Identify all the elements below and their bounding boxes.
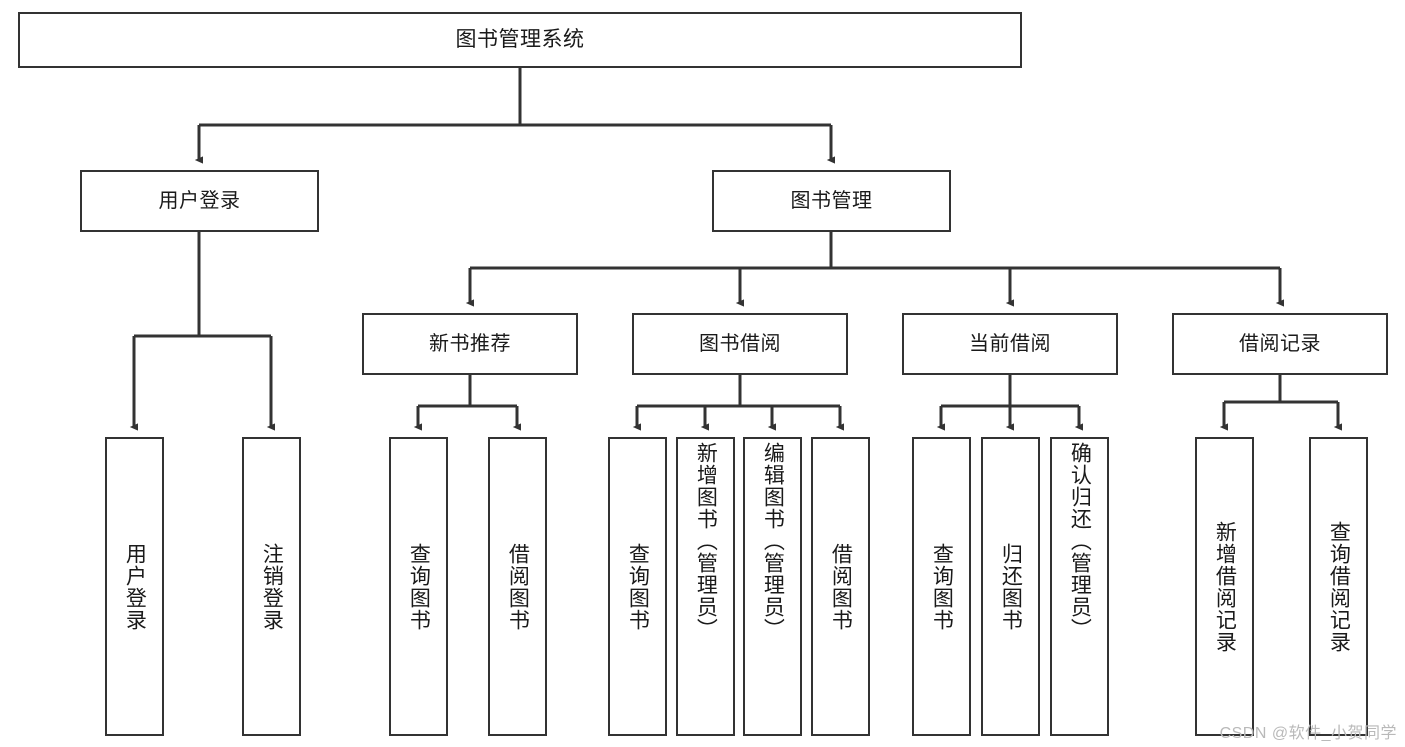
node-new-book-recommendation[interactable]: 新书推荐: [362, 313, 578, 375]
node-current-borrowing[interactable]: 当前借阅: [902, 313, 1118, 375]
leaf-borrow-book-borrowing[interactable]: 借阅图书: [811, 437, 870, 736]
leaf-add-book-admin[interactable]: 新增图书（管理员）: [676, 437, 735, 736]
node-label: 注销登录: [260, 542, 284, 631]
leaf-logout[interactable]: 注销登录: [242, 437, 301, 736]
node-label: 新书推荐: [429, 333, 511, 355]
node-label: 借阅图书: [506, 542, 530, 631]
node-label: 借阅记录: [1239, 333, 1321, 355]
node-label: 图书借阅: [699, 333, 781, 355]
leaf-query-borrowing-record[interactable]: 查询借阅记录: [1309, 437, 1368, 736]
node-label: 查询图书: [626, 542, 650, 631]
leaf-query-book-recommendation[interactable]: 查询图书: [389, 437, 448, 736]
node-label: 图书管理: [790, 190, 873, 212]
leaf-query-book-borrowing[interactable]: 查询图书: [608, 437, 667, 736]
csdn-watermark: CSDN @软件_小贺同学: [1219, 725, 1397, 742]
node-borrowing-records[interactable]: 借阅记录: [1172, 313, 1388, 375]
node-label: 归还图书: [999, 542, 1023, 631]
leaf-add-borrowing-record[interactable]: 新增借阅记录: [1195, 437, 1254, 736]
node-label: 查询借阅记录: [1327, 520, 1351, 653]
leaf-return-book[interactable]: 归还图书: [981, 437, 1040, 736]
node-label: 图书管理系统: [455, 28, 585, 52]
node-label: 查询图书: [407, 542, 431, 631]
leaf-confirm-return-admin[interactable]: 确认归还（管理员）: [1050, 437, 1109, 736]
node-label: 借阅图书: [829, 542, 853, 631]
leaf-edit-book-admin[interactable]: 编辑图书（管理员）: [743, 437, 802, 736]
node-label: 用户登录: [123, 542, 147, 631]
node-label: 用户登录: [158, 190, 241, 212]
leaf-user-login[interactable]: 用户登录: [105, 437, 164, 736]
leaf-borrow-book-recommendation[interactable]: 借阅图书: [488, 437, 547, 736]
leaf-query-book-current[interactable]: 查询图书: [912, 437, 971, 736]
node-root-book-management-system[interactable]: 图书管理系统: [18, 12, 1022, 68]
node-label: 编辑图书（管理员）: [761, 442, 785, 640]
node-label: 确认归还（管理员）: [1068, 442, 1092, 640]
node-book-borrowing[interactable]: 图书借阅: [632, 313, 848, 375]
node-label: 新增图书（管理员）: [694, 442, 718, 640]
node-label: 当前借阅: [969, 333, 1051, 355]
node-user-login[interactable]: 用户登录: [80, 170, 319, 232]
node-label: 查询图书: [930, 542, 954, 631]
node-book-management[interactable]: 图书管理: [712, 170, 951, 232]
node-label: 新增借阅记录: [1213, 520, 1237, 653]
